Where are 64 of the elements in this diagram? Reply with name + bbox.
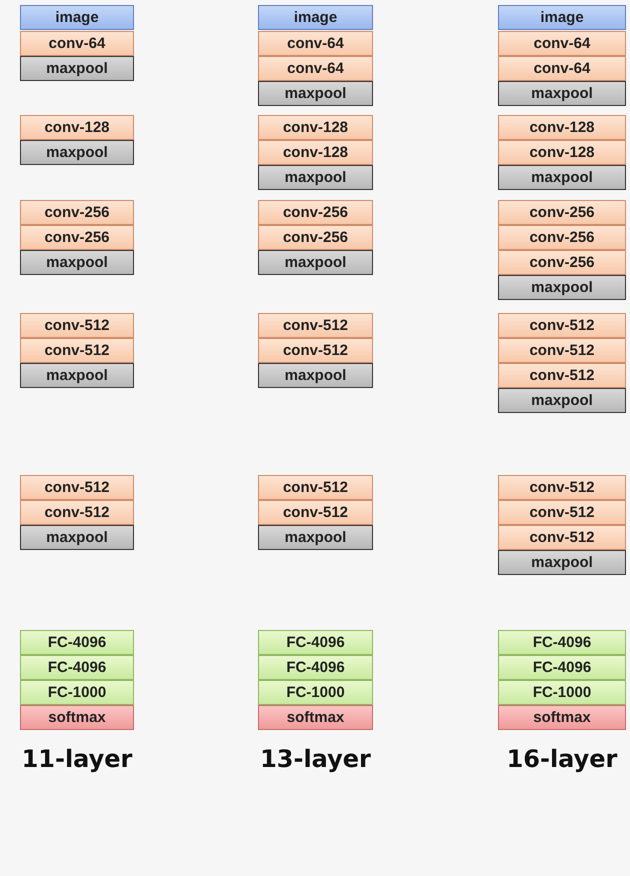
conv-layer-box: conv-512: [258, 313, 373, 338]
pool-layer-box: maxpool: [498, 81, 626, 106]
conv-layer-box: conv-512: [20, 500, 134, 525]
softmax-layer-box: softmax: [498, 705, 626, 730]
pool-layer-box: maxpool: [258, 165, 373, 190]
column-title: 11-layer: [20, 745, 134, 773]
pool-layer-box: maxpool: [20, 363, 134, 388]
fc-layer-box: FC-4096: [498, 630, 626, 655]
input-layer-box: image: [498, 5, 626, 30]
conv-layer-box: conv-512: [20, 338, 134, 363]
conv-layer-box: conv-256: [20, 200, 134, 225]
pool-layer-box: maxpool: [20, 56, 134, 81]
softmax-layer-box: softmax: [20, 705, 134, 730]
fc-layer-box: FC-1000: [258, 680, 373, 705]
conv-layer-box: conv-512: [498, 363, 626, 388]
conv-layer-box: conv-512: [258, 338, 373, 363]
conv-layer-box: conv-512: [498, 500, 626, 525]
fc-layer-box: FC-4096: [498, 655, 626, 680]
conv-layer-box: conv-256: [20, 225, 134, 250]
conv-layer-box: conv-256: [258, 200, 373, 225]
conv-layer-box: conv-512: [498, 338, 626, 363]
pool-layer-box: maxpool: [258, 525, 373, 550]
softmax-layer-box: softmax: [258, 705, 373, 730]
pool-layer-box: maxpool: [20, 250, 134, 275]
pool-layer-box: maxpool: [498, 550, 626, 575]
conv-layer-box: conv-512: [498, 525, 626, 550]
conv-layer-box: conv-512: [258, 475, 373, 500]
conv-layer-box: conv-512: [498, 475, 626, 500]
conv-layer-box: conv-128: [498, 115, 626, 140]
conv-layer-box: conv-256: [498, 225, 626, 250]
column-title: 13-layer: [259, 745, 372, 773]
pool-layer-box: maxpool: [258, 250, 373, 275]
fc-layer-box: FC-4096: [20, 655, 134, 680]
conv-layer-box: conv-128: [498, 140, 626, 165]
pool-layer-box: maxpool: [498, 165, 626, 190]
conv-layer-box: conv-64: [498, 31, 626, 56]
conv-layer-box: conv-512: [20, 475, 134, 500]
fc-layer-box: FC-4096: [20, 630, 134, 655]
fc-layer-box: FC-4096: [258, 630, 373, 655]
conv-layer-box: conv-128: [258, 115, 373, 140]
pool-layer-box: maxpool: [498, 275, 626, 300]
conv-layer-box: conv-512: [258, 500, 373, 525]
pool-layer-box: maxpool: [20, 525, 134, 550]
conv-layer-box: conv-64: [258, 31, 373, 56]
pool-layer-box: maxpool: [20, 140, 134, 165]
conv-layer-box: conv-512: [498, 313, 626, 338]
pool-layer-box: maxpool: [258, 81, 373, 106]
input-layer-box: image: [20, 5, 134, 30]
input-layer-box: image: [258, 5, 373, 30]
conv-layer-box: conv-64: [498, 56, 626, 81]
conv-layer-box: conv-256: [258, 225, 373, 250]
column-title: 16-layer: [506, 745, 618, 773]
conv-layer-box: conv-64: [258, 56, 373, 81]
pool-layer-box: maxpool: [258, 363, 373, 388]
conv-layer-box: conv-512: [20, 313, 134, 338]
conv-layer-box: conv-128: [20, 115, 134, 140]
conv-layer-box: conv-64: [20, 31, 134, 56]
conv-layer-box: conv-256: [498, 250, 626, 275]
fc-layer-box: FC-4096: [258, 655, 373, 680]
conv-layer-box: conv-128: [258, 140, 373, 165]
conv-layer-box: conv-256: [498, 200, 626, 225]
fc-layer-box: FC-1000: [498, 680, 626, 705]
fc-layer-box: FC-1000: [20, 680, 134, 705]
pool-layer-box: maxpool: [498, 388, 626, 413]
